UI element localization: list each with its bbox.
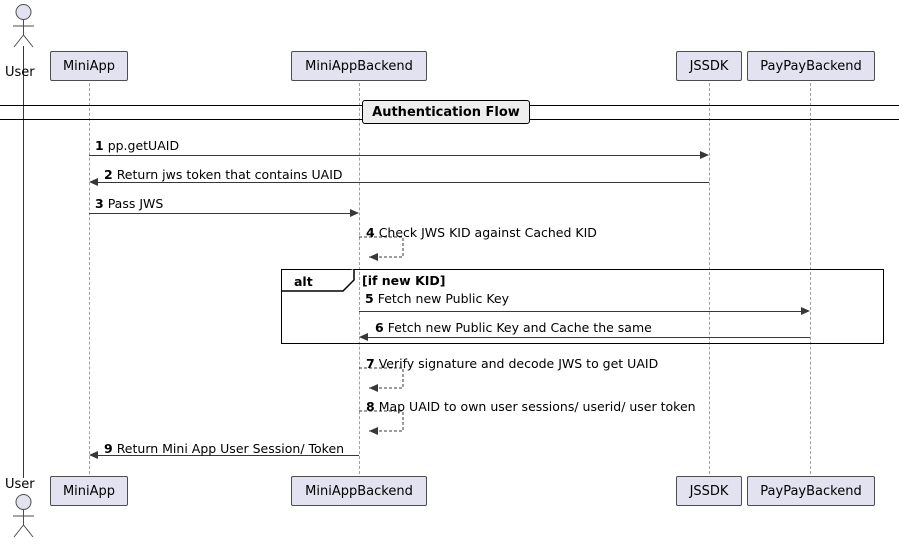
alt-fragment-box bbox=[281, 269, 884, 344]
message-2-label: 2 Return jws token that contains UAID bbox=[104, 167, 343, 182]
message-9-text: Return Mini App User Session/ Token bbox=[116, 441, 345, 456]
message-5-number: 5 bbox=[365, 291, 374, 306]
message-1-number: 1 bbox=[95, 138, 104, 153]
message-9-number: 9 bbox=[104, 441, 113, 456]
message-2-number: 2 bbox=[104, 167, 113, 182]
message-9-label: 9 Return Mini App User Session/ Token bbox=[104, 441, 345, 456]
message-6-number: 6 bbox=[375, 320, 384, 335]
actor-user-top-label: User bbox=[5, 65, 35, 80]
lifeline-miniappbackend bbox=[359, 83, 360, 474]
alt-fragment-operator: alt bbox=[294, 274, 313, 289]
message-7-label: 7 Verify signature and decode JWS to get… bbox=[366, 356, 659, 371]
alt-fragment-tab bbox=[281, 269, 355, 296]
message-3-label: 3 Pass JWS bbox=[95, 196, 164, 211]
message-9-arrowhead bbox=[89, 451, 98, 459]
participant-jssdk-bottom-label: JSSDK bbox=[689, 483, 729, 499]
message-4-self-path bbox=[359, 236, 409, 266]
lifeline-jssdk bbox=[709, 83, 710, 474]
message-1-arrowhead bbox=[700, 151, 709, 159]
participant-jssdk-top-label: JSSDK bbox=[689, 58, 729, 74]
message-8-self-path bbox=[359, 410, 409, 440]
participant-miniappbackend-bottom[interactable]: MiniAppBackend bbox=[291, 476, 427, 506]
message-5-arrowhead bbox=[801, 307, 810, 315]
participant-miniappbackend-bottom-label: MiniAppBackend bbox=[305, 483, 413, 499]
message-2-arrowhead bbox=[89, 178, 98, 186]
message-3-text: Pass JWS bbox=[107, 196, 164, 211]
message-2-line bbox=[97, 182, 709, 183]
message-1-line bbox=[89, 155, 702, 156]
participant-paypaybackend-top[interactable]: PayPayBackend bbox=[747, 51, 875, 81]
message-2-text: Return jws token that contains UAID bbox=[116, 167, 343, 182]
alt-fragment-condition: [if new KID] bbox=[362, 273, 446, 288]
message-1-text: pp.getUAID bbox=[107, 138, 180, 153]
actor-user-top bbox=[11, 4, 36, 48]
message-3-number: 3 bbox=[95, 196, 104, 211]
participant-miniapp-bottom[interactable]: MiniApp bbox=[50, 476, 128, 506]
message-5-label: 5 Fetch new Public Key bbox=[365, 291, 509, 306]
participant-miniapp-top[interactable]: MiniApp bbox=[50, 51, 128, 81]
message-8-label: 8 Map UAID to own user sessions/ userid/… bbox=[366, 399, 696, 414]
message-4-number: 4 bbox=[366, 225, 375, 240]
participant-paypaybackend-bottom-label: PayPayBackend bbox=[760, 483, 862, 499]
message-4-label: 4 Check JWS KID against Cached KID bbox=[366, 225, 597, 240]
participant-miniappbackend-top[interactable]: MiniAppBackend bbox=[291, 51, 427, 81]
message-6-arrowhead bbox=[359, 333, 368, 341]
participant-paypaybackend-top-label: PayPayBackend bbox=[760, 58, 862, 74]
message-4-text: Check JWS KID against Cached KID bbox=[378, 225, 597, 240]
message-5-text: Fetch new Public Key bbox=[377, 291, 509, 306]
lifeline-user bbox=[23, 46, 24, 478]
participant-miniapp-top-label: MiniApp bbox=[62, 58, 116, 74]
participant-miniappbackend-top-label: MiniAppBackend bbox=[305, 58, 413, 74]
actor-user-bottom-label: User bbox=[5, 477, 35, 492]
lifeline-miniapp bbox=[89, 83, 90, 474]
message-1-label: 1 pp.getUAID bbox=[95, 138, 180, 153]
message-3-arrowhead bbox=[350, 209, 359, 217]
message-9-line bbox=[97, 455, 359, 456]
participant-paypaybackend-bottom[interactable]: PayPayBackend bbox=[747, 476, 875, 506]
message-3-line bbox=[89, 213, 352, 214]
lifeline-paypaybackend bbox=[810, 83, 811, 474]
participant-miniapp-bottom-label: MiniApp bbox=[62, 483, 116, 499]
participant-jssdk-top[interactable]: JSSDK bbox=[676, 51, 742, 81]
message-6-line bbox=[367, 337, 810, 338]
participant-jssdk-bottom[interactable]: JSSDK bbox=[676, 476, 742, 506]
message-6-text: Fetch new Public Key and Cache the same bbox=[387, 320, 652, 335]
message-8-text: Map UAID to own user sessions/ userid/ u… bbox=[378, 399, 696, 414]
divider-title: Authentication Flow bbox=[372, 104, 520, 120]
divider-label-authentication-flow: Authentication Flow bbox=[362, 100, 530, 124]
actor-user-bottom bbox=[11, 494, 36, 538]
message-7-text: Verify signature and decode JWS to get U… bbox=[378, 356, 659, 371]
message-6-label: 6 Fetch new Public Key and Cache the sam… bbox=[375, 320, 652, 335]
message-7-self-path bbox=[359, 367, 409, 397]
message-5-line bbox=[359, 311, 803, 312]
message-8-number: 8 bbox=[366, 399, 375, 414]
message-7-number: 7 bbox=[366, 356, 375, 371]
